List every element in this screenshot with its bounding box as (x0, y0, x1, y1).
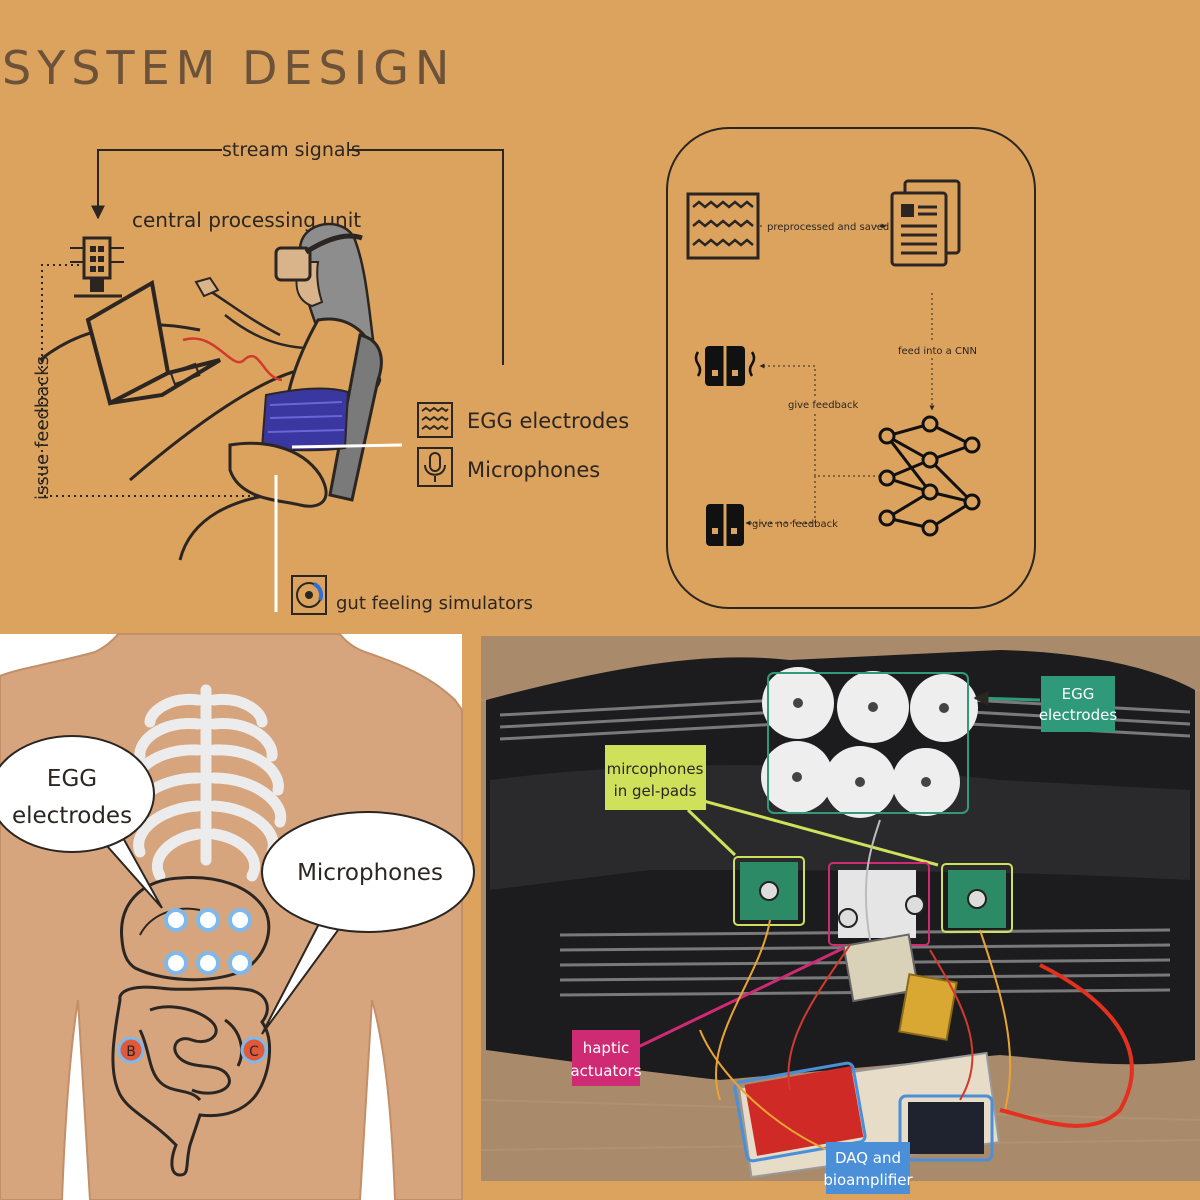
daq-tag: DAQ and bioamplifier (823, 1142, 914, 1194)
stream-signals-arrow (91, 149, 222, 220)
microphones-label: Microphones (467, 458, 600, 482)
neural-network-icon (878, 415, 981, 537)
svg-text:electrodes: electrodes (1039, 706, 1118, 724)
cpu-icon (70, 236, 124, 298)
haptic-actuator-plate (828, 862, 930, 946)
egg-callout-bubble (0, 735, 163, 909)
egg-sensor-arrow (291, 443, 403, 449)
microphone-icon (417, 447, 453, 487)
person-illustration (194, 222, 383, 508)
document-icon (890, 179, 961, 267)
mic-tag: mircophones in gel-pads (605, 745, 706, 810)
svg-text:EGG: EGG (1062, 685, 1095, 703)
give-feedback-label: give feedback (788, 400, 859, 411)
stream-signals-line (348, 149, 504, 365)
mic-marker-c-label: C (249, 1044, 259, 1060)
svg-text:DAQ and: DAQ and (835, 1149, 901, 1167)
intestines (111, 985, 272, 1177)
egg-legend-icon (417, 402, 453, 438)
give-no-feedback-label: give no feedback (752, 519, 838, 530)
laptop-icon (85, 279, 222, 406)
stream-signals-label: stream signals (222, 139, 361, 161)
stomach-outline (120, 876, 271, 982)
laptop-cable (182, 337, 283, 382)
feed-cnn-label: feed into a CNN (898, 346, 977, 357)
preprocessed-label: preprocessed and saved (767, 222, 889, 233)
egg-electrode-markers (164, 908, 252, 975)
issue-feedbacks-label: issue feedbacks (32, 356, 53, 500)
svg-text:mircophones: mircophones (607, 760, 704, 778)
pipeline-panel: preprocessed and saved feed into a CNN (666, 127, 1036, 609)
signal-wave-icon (686, 192, 760, 260)
electrode-pads (761, 667, 978, 818)
svg-text:haptic: haptic (583, 1039, 630, 1057)
body-microphones-label: Microphones (297, 860, 443, 886)
egg-electrodes-label: EGG electrodes (467, 409, 629, 433)
egg-highlight-box (767, 672, 969, 814)
svg-text:actuators: actuators (570, 1062, 641, 1080)
svg-text:in gel-pads: in gel-pads (614, 782, 697, 800)
actuator-active-icon (694, 346, 756, 386)
mic-marker-c (240, 1036, 268, 1064)
body-egg-label-1: EGG (47, 766, 97, 792)
svg-text:bioamplifier: bioamplifier (823, 1171, 913, 1189)
circuit-boards (733, 933, 1001, 1179)
top-left-scene: stream signals central processing unit i… (32, 139, 629, 615)
pipeline-frame (666, 127, 1036, 609)
gut-feeling-label: gut feeling simulators (336, 593, 533, 614)
body-egg-label-2: electrodes (12, 803, 132, 829)
gel-pad-microphones (733, 856, 1013, 933)
haptic-tag: haptic actuators (570, 1030, 642, 1086)
body-diagram-panel: B C EGG electrodes Microphones (0, 633, 475, 1200)
page-title: SYSTEM DESIGN (2, 41, 455, 95)
egg-tag: EGG electrodes (1039, 676, 1118, 732)
actuator-idle-icon (706, 504, 744, 546)
gut-simulator-icon (291, 575, 327, 615)
mic-callout-bubble (261, 811, 475, 1035)
hardware-photo-panel (480, 636, 1200, 1181)
mic-marker-b-label: B (126, 1044, 136, 1060)
mic-marker-b (117, 1036, 145, 1064)
